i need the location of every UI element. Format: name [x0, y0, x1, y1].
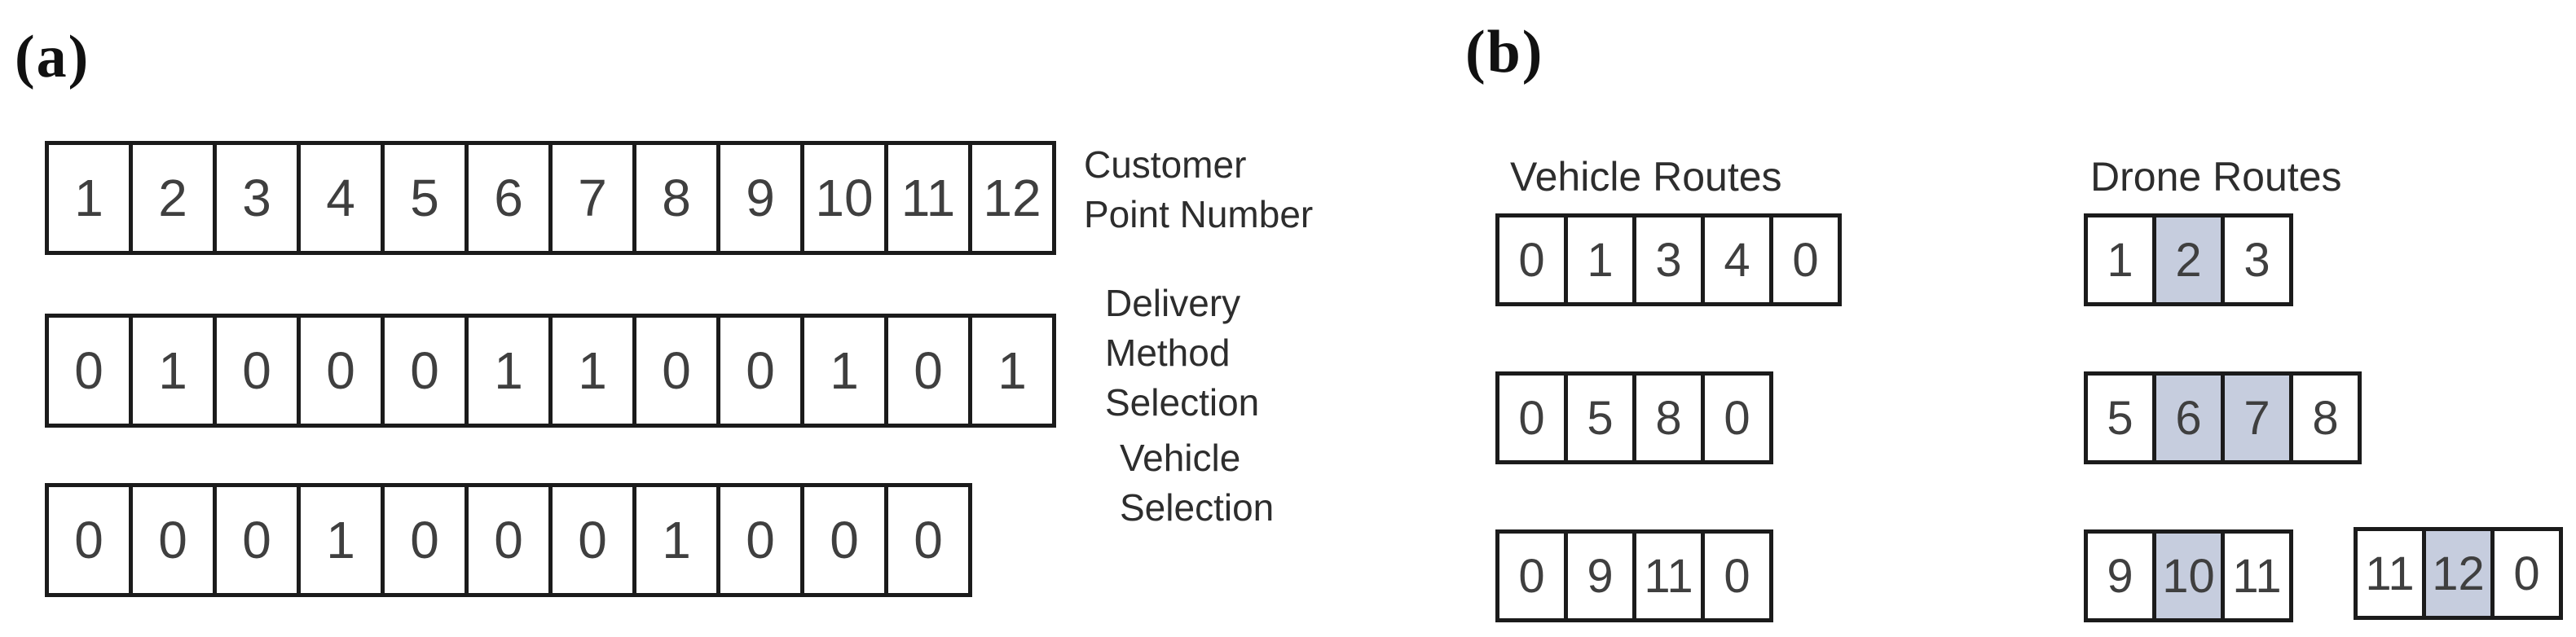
cell: 1 [465, 314, 553, 428]
cell: 3 [213, 141, 301, 255]
label-line: Delivery [1105, 282, 1241, 324]
cell: 1 [548, 314, 636, 428]
cell: 11 [2221, 529, 2293, 622]
cell: 11 [1632, 529, 1705, 622]
cell: 7 [548, 141, 636, 255]
cell: 0 [381, 483, 469, 597]
cell: 0 [381, 314, 469, 428]
label-line: Selection [1120, 486, 1275, 529]
cell: 1 [800, 314, 888, 428]
cell: 8 [2289, 371, 2362, 464]
cell: 5 [1564, 371, 1636, 464]
cell: 0 [1495, 371, 1568, 464]
cell: 10 [800, 141, 888, 255]
cell: 0 [45, 314, 133, 428]
cell: 0 [1769, 213, 1842, 306]
cell: 8 [1632, 371, 1705, 464]
cell: 6 [465, 141, 553, 255]
cell: 0 [548, 483, 636, 597]
cell: 9 [716, 141, 804, 255]
label-line: Method [1105, 332, 1231, 374]
cell: 1 [2084, 213, 2156, 306]
panel-b-tag: (b) [1465, 19, 1544, 86]
cell: 5 [2084, 371, 2156, 464]
cell: 3 [2221, 213, 2293, 306]
cell: 0 [716, 483, 804, 597]
cell: 9 [2084, 529, 2156, 622]
cell: 0 [213, 483, 301, 597]
route-cell-highlighted: 6 [2152, 371, 2225, 464]
vehicle-routes-title: Vehicle Routes [1510, 154, 1782, 200]
panel-a-tag: (a) [15, 24, 90, 90]
cell: 11 [884, 141, 972, 255]
cell: 0 [1495, 213, 1568, 306]
cell: 4 [297, 141, 385, 255]
cell: 1 [968, 314, 1056, 428]
cell: 0 [800, 483, 888, 597]
cell: 0 [1495, 529, 1568, 622]
cell: 1 [129, 314, 217, 428]
cell: 11 [2354, 527, 2426, 620]
route-cell-highlighted: 7 [2221, 371, 2293, 464]
cell: 0 [716, 314, 804, 428]
cell: 3 [1632, 213, 1705, 306]
cell: 1 [1564, 213, 1636, 306]
cell: 0 [465, 483, 553, 597]
cell: 0 [213, 314, 301, 428]
cell: 0 [129, 483, 217, 597]
cell: 1 [632, 483, 720, 597]
cell: 0 [884, 314, 972, 428]
cell: 12 [968, 141, 1056, 255]
drone-routes-title: Drone Routes [2090, 154, 2342, 200]
cell: 0 [2490, 527, 2563, 620]
cell: 0 [1701, 371, 1773, 464]
cell: 1 [297, 483, 385, 597]
label-line: Selection [1105, 381, 1260, 424]
cell: 4 [1701, 213, 1773, 306]
route-cell-highlighted: 10 [2152, 529, 2225, 622]
route-cell-highlighted: 2 [2152, 213, 2225, 306]
cell: 0 [632, 314, 720, 428]
cell: 0 [297, 314, 385, 428]
cell: 0 [884, 483, 972, 597]
cell: 2 [129, 141, 217, 255]
cell: 1 [45, 141, 133, 255]
label-line: Point Number [1084, 193, 1314, 235]
cell: 8 [632, 141, 720, 255]
cell: 5 [381, 141, 469, 255]
label-line: Vehicle [1120, 437, 1241, 479]
cell: 9 [1564, 529, 1636, 622]
cell: 0 [1701, 529, 1773, 622]
route-cell-highlighted: 12 [2422, 527, 2495, 620]
cell: 0 [45, 483, 133, 597]
label-line: Customer [1084, 143, 1247, 186]
